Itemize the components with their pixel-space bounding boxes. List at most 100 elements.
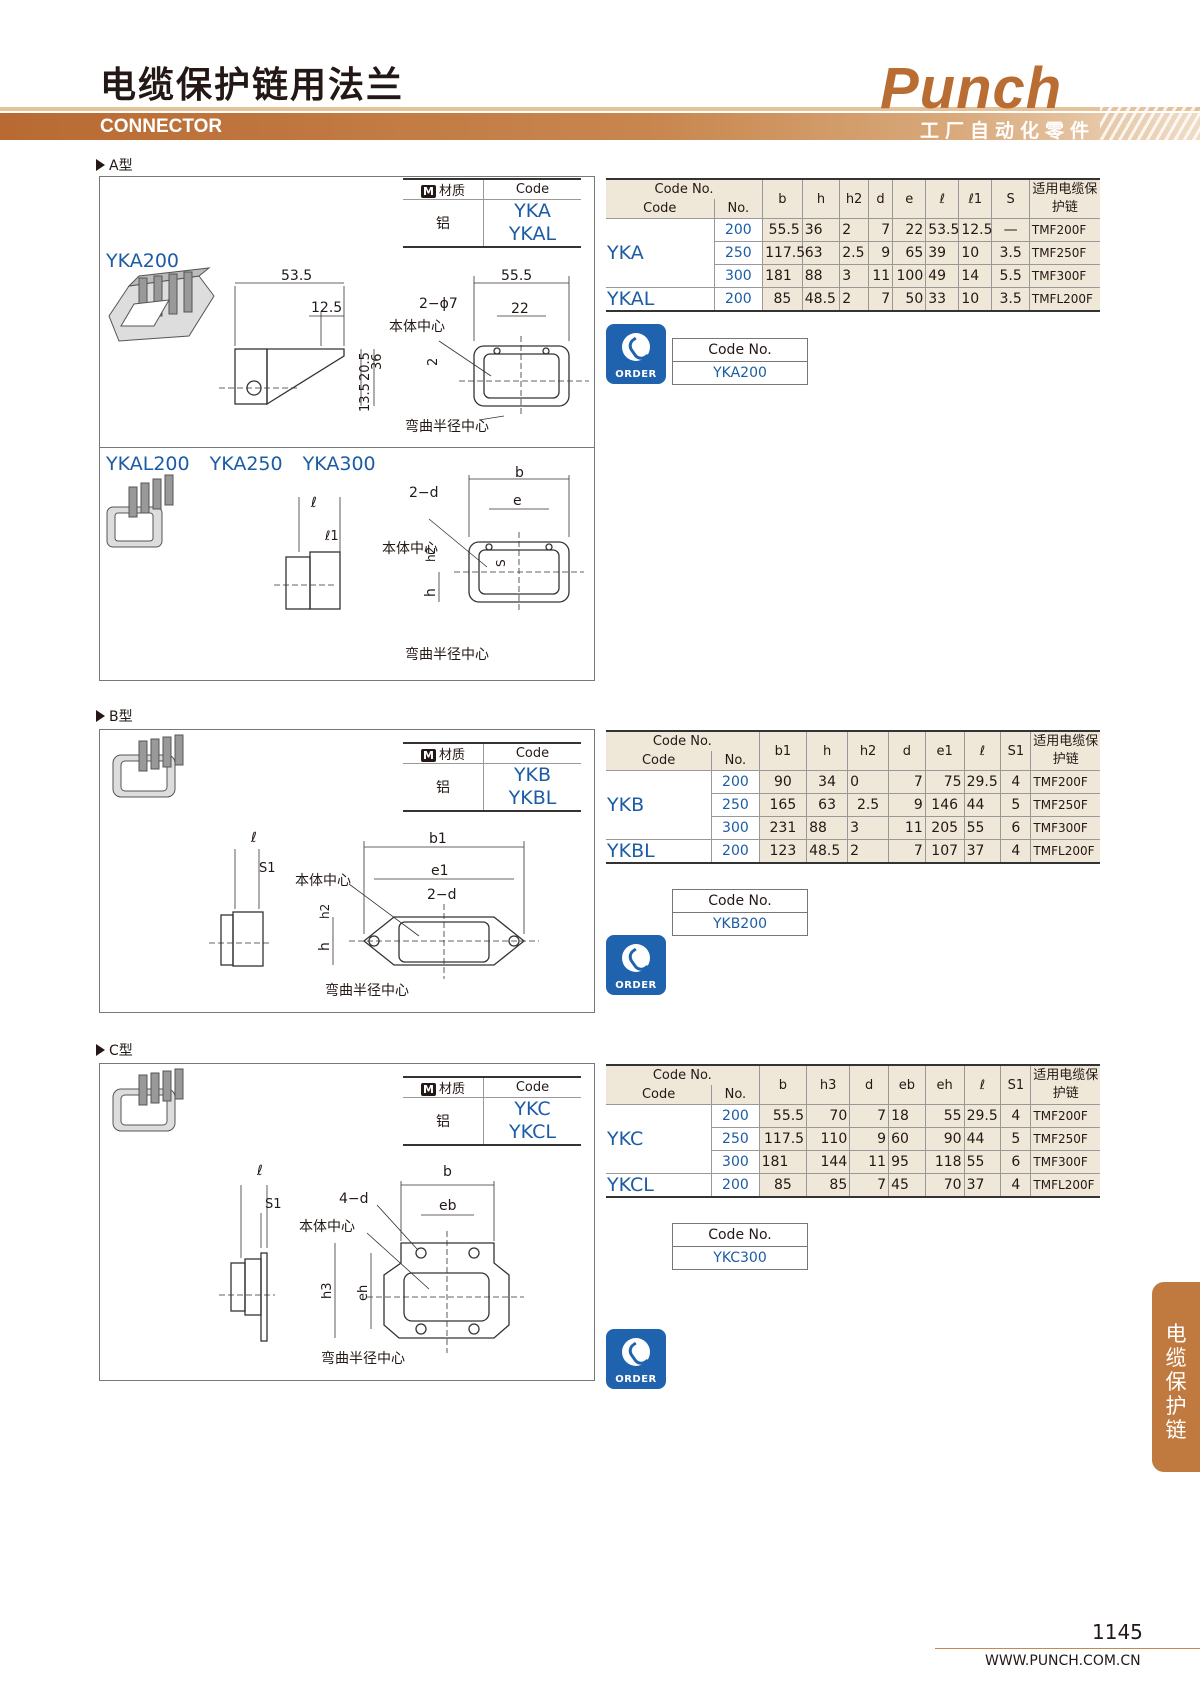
dim-a-53-5: 53.5 bbox=[281, 268, 312, 284]
footer-line bbox=[935, 1648, 1200, 1649]
dim-a-22: 22 bbox=[511, 301, 529, 317]
cell-series: YKB bbox=[606, 770, 712, 840]
code-ykcl: YKCL bbox=[509, 1121, 556, 1143]
cell-value: 11 bbox=[849, 1150, 889, 1174]
order-code-value[interactable]: YKA200 bbox=[672, 361, 808, 385]
cell-value: 49 bbox=[925, 264, 959, 288]
dim-a-20-5: 20.5 bbox=[358, 352, 373, 381]
order-code-value[interactable]: YKC300 bbox=[672, 1246, 808, 1270]
triangle-icon bbox=[96, 1044, 105, 1056]
order-code-value[interactable]: YKB200 bbox=[672, 912, 808, 936]
section-label-a: A型 bbox=[96, 155, 133, 175]
order-code-header: Code No. bbox=[672, 889, 808, 913]
cell-cable: TMF250F bbox=[1030, 793, 1100, 817]
footer-url[interactable]: WWW.PUNCH.COM.CN bbox=[985, 1653, 1141, 1669]
th-a-l: ℓ bbox=[925, 178, 959, 219]
material-header-text: 材质 bbox=[438, 184, 465, 199]
diagram-box-b bbox=[99, 729, 595, 1013]
cell-value: 146 bbox=[924, 793, 965, 817]
brand-logo: Punch bbox=[880, 56, 1063, 121]
front-view-a2 bbox=[428, 475, 584, 612]
order-label: ORDER bbox=[615, 980, 657, 991]
cell-value: 88 bbox=[806, 816, 848, 840]
order-phone-icon[interactable]: ORDER bbox=[606, 324, 666, 384]
cell-cable: TMF300F bbox=[1030, 1150, 1100, 1174]
th-no: No. bbox=[713, 199, 763, 219]
product-illustration-a2 bbox=[106, 474, 174, 548]
cell-value: 7 bbox=[888, 770, 926, 794]
cell-value: 0 bbox=[847, 770, 889, 794]
th-no: No. bbox=[711, 1085, 760, 1105]
cell-value: 22 bbox=[892, 218, 926, 242]
cell-value: 7 bbox=[867, 287, 893, 312]
cell-value: 110 bbox=[806, 1127, 850, 1151]
cell-series: YKAL bbox=[606, 287, 715, 312]
order-table-b: Code No. YKB200 bbox=[672, 889, 808, 936]
cell-value: 9 bbox=[867, 241, 893, 265]
cell-no: 200 bbox=[711, 839, 760, 864]
cell-series: YKBL bbox=[606, 839, 712, 864]
front-view-a bbox=[438, 276, 589, 421]
cell-value: 6 bbox=[1000, 1150, 1031, 1174]
phone-icon bbox=[622, 333, 650, 361]
section-label-c: C型 bbox=[96, 1040, 133, 1060]
cell-value: 29.5 bbox=[963, 1104, 1001, 1128]
side-category-tab[interactable]: 电缆保护链 bbox=[1152, 1282, 1200, 1472]
cell-value: 18 bbox=[888, 1104, 926, 1128]
cell-value: 14 bbox=[958, 264, 992, 288]
phone-icon bbox=[622, 1338, 650, 1366]
order-phone-icon[interactable]: ORDER bbox=[606, 935, 666, 995]
cell-value: 48.5 bbox=[801, 287, 840, 312]
code-header: Code bbox=[483, 742, 581, 764]
cell-no: 200 bbox=[711, 1104, 760, 1128]
th-a-l1: ℓ1 bbox=[958, 178, 992, 219]
cell-value: 181 bbox=[758, 1150, 807, 1174]
cell-value: 11 bbox=[867, 264, 893, 288]
dim-c-l: ℓ bbox=[256, 1163, 263, 1179]
cell-value: 10 bbox=[958, 287, 992, 312]
code-ykal: YKAL bbox=[508, 223, 557, 245]
section-a-text: A型 bbox=[109, 158, 133, 174]
dim-a-12-5: 12.5 bbox=[311, 300, 342, 316]
dim-a2-l: ℓ bbox=[310, 495, 317, 511]
cell-value: 63 bbox=[801, 241, 840, 265]
header-bar bbox=[0, 113, 1200, 140]
th-c-eb: eb bbox=[888, 1064, 926, 1105]
drawing-a-bottom: ℓ ℓ1 b 2−d e h2 S h 本体中心 弯曲半径中心 bbox=[106, 465, 584, 663]
th-code: Code bbox=[606, 199, 715, 219]
product-illustration-b bbox=[112, 734, 184, 798]
side-view-b bbox=[209, 849, 269, 967]
cell-value: 60 bbox=[888, 1127, 926, 1151]
cell-value: 70 bbox=[806, 1104, 850, 1128]
dim-a-55-5: 55.5 bbox=[501, 268, 532, 284]
th-b-d: d bbox=[888, 730, 926, 771]
cell-value: 90 bbox=[758, 770, 807, 794]
header-stripes bbox=[1100, 107, 1200, 140]
th-a-b: b bbox=[762, 178, 803, 219]
cell-cable: TMF200F bbox=[1028, 218, 1100, 242]
cell-value: 144 bbox=[806, 1150, 850, 1174]
dim-a-2: 2 bbox=[426, 358, 441, 366]
order-phone-icon[interactable]: ORDER bbox=[606, 1329, 666, 1389]
th-c-eh: eh bbox=[924, 1064, 965, 1105]
cell-cable: TMF250F bbox=[1028, 241, 1100, 265]
material-header-text: 材质 bbox=[438, 1082, 465, 1097]
cell-value: 34 bbox=[806, 770, 848, 794]
cell-no: 200 bbox=[713, 218, 763, 242]
cell-series: YKA bbox=[606, 218, 715, 288]
dim-a2-s: S bbox=[494, 559, 508, 567]
material-value: 铝 bbox=[403, 199, 484, 248]
cell-value: — bbox=[991, 218, 1030, 242]
cell-value: 5 bbox=[1000, 1127, 1031, 1151]
cell-value: 4 bbox=[1000, 1104, 1031, 1128]
cell-value: 2 bbox=[847, 839, 889, 864]
cell-value: 37 bbox=[963, 839, 1001, 864]
cell-value: 85 bbox=[806, 1173, 850, 1198]
cell-value: 5 bbox=[1000, 793, 1031, 817]
cell-value: 4 bbox=[1000, 839, 1031, 864]
